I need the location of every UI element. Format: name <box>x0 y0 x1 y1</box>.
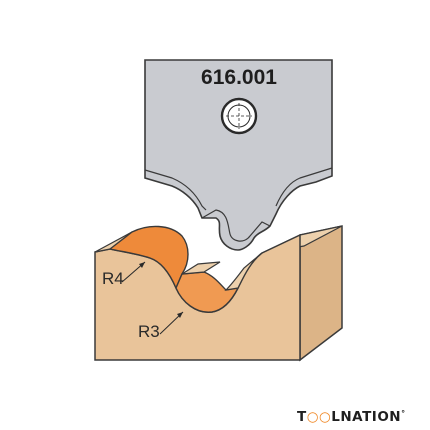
radius-r3-callout: R3 <box>138 311 184 341</box>
knife-edge-bevel <box>144 167 333 211</box>
mounting-hole <box>220 97 258 135</box>
profile-surfaces <box>108 225 263 313</box>
profile-step <box>181 261 221 275</box>
knife-edge-lower <box>201 209 271 242</box>
toolnation-logo: T○○LNATION° <box>297 409 406 425</box>
profile-right-curve <box>224 252 263 291</box>
knife-body <box>144 59 333 251</box>
radius-r4-callout: R4 <box>102 261 146 288</box>
radius-r3-label: R3 <box>138 322 160 341</box>
part-number: 616.001 <box>201 66 277 89</box>
profile-cove-r3 <box>175 271 240 313</box>
radius-r3-arrowhead <box>177 312 183 318</box>
radius-r4-arrowhead <box>139 262 145 268</box>
radius-r4-label: R4 <box>102 269 124 288</box>
profile-knife: 616.001 <box>144 59 333 251</box>
workpiece-side-face <box>299 225 343 362</box>
